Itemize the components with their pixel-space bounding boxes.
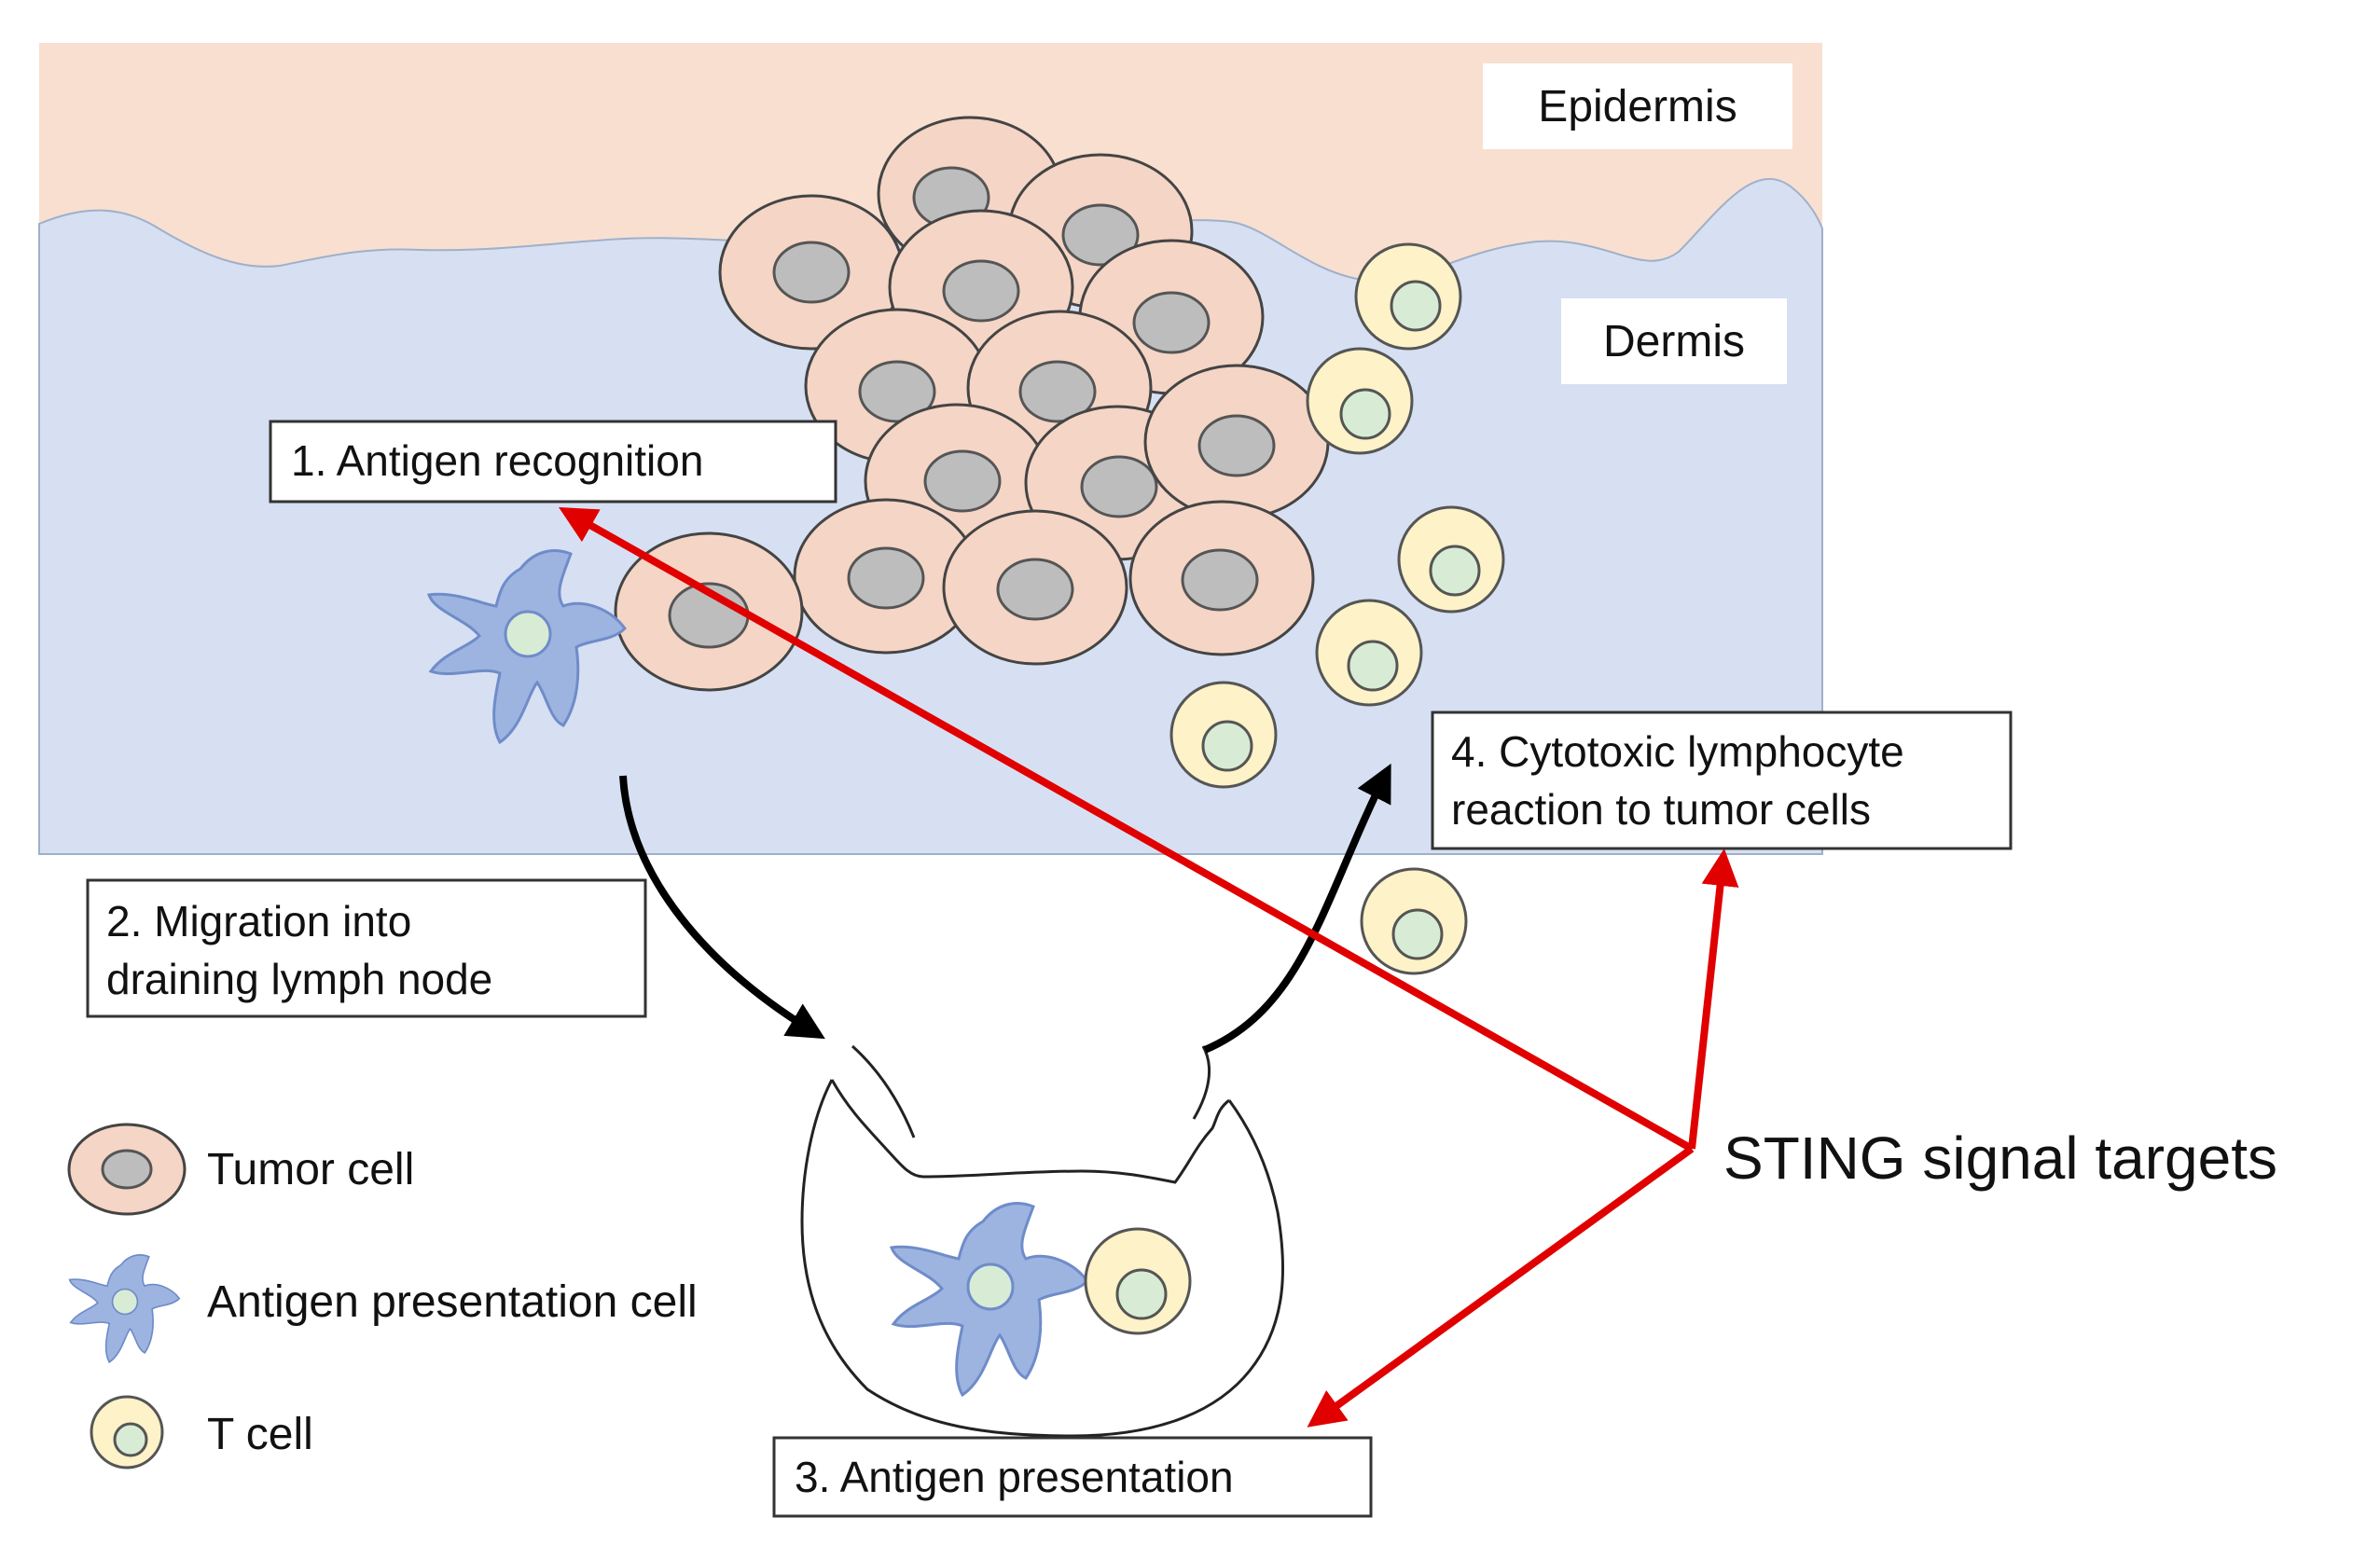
dermis-label-box <box>1561 298 1787 384</box>
sting-arrow-to-step4 <box>1688 848 1739 1150</box>
migration-arrow-to-lymph-node <box>619 775 825 1040</box>
legend-tumor-cell-icon <box>67 1123 187 1216</box>
tumor-cell <box>942 509 1128 666</box>
step4-box: 4. Cytotoxic lymphocyte reaction to tumo… <box>1431 711 2013 850</box>
step1-label: 1. Antigen recognition <box>291 436 703 485</box>
step2-label-line2: draining lymph node <box>106 955 492 1003</box>
legend-tumor-cell-label: Tumor cell <box>207 1145 414 1194</box>
antigen-presentation-cell-lymph-node <box>890 1202 1089 1397</box>
step1-box: 1. Antigen recognition <box>269 420 837 504</box>
t-cell <box>1354 242 1462 351</box>
sting-signal-targets-label: STING signal targets <box>1723 1124 2277 1192</box>
tumor-cell <box>1143 364 1330 520</box>
sting-arrow-to-step3 <box>1307 1145 1695 1428</box>
legend: Tumor cell Antigen presentation cell T c… <box>67 1123 698 1469</box>
step4-label-line1: 4. Cytotoxic lymphocyte <box>1451 727 1904 776</box>
step4-label-line2: reaction to tumor cells <box>1451 785 1871 834</box>
legend-t-cell-icon <box>90 1395 164 1469</box>
t-cell <box>1306 347 1414 455</box>
dermis-label: Dermis <box>1603 317 1745 366</box>
tumor-cell <box>718 194 905 351</box>
tumor-cell-cluster <box>614 116 1330 692</box>
tumor-cell <box>793 498 979 655</box>
sting-arrow-to-step1 <box>559 507 1694 1152</box>
step2-label-line1: 2. Migration into <box>106 897 411 945</box>
step3-label: 3. Antigen presentation <box>795 1453 1234 1501</box>
epidermis-label: Epidermis <box>1538 82 1737 131</box>
migration-arrow-to-tumor <box>1203 763 1391 1054</box>
t-cell-group <box>1169 242 1505 975</box>
step3-box: 3. Antigen presentation <box>772 1436 1373 1518</box>
epidermis-label-box <box>1483 63 1792 149</box>
lymph-node <box>800 1044 1285 1438</box>
legend-t-cell-label: T cell <box>207 1410 313 1459</box>
step2-box: 2. Migration into draining lymph node <box>86 878 647 1018</box>
t-cell-lymph-node <box>1084 1227 1192 1335</box>
tumor-cell <box>1128 500 1315 656</box>
legend-apc-icon <box>68 1254 181 1363</box>
legend-apc-label: Antigen presentation cell <box>207 1277 698 1327</box>
t-cell <box>1397 505 1505 614</box>
t-cell <box>1169 681 1278 789</box>
t-cell <box>1315 599 1423 707</box>
t-cell <box>1360 867 1468 975</box>
